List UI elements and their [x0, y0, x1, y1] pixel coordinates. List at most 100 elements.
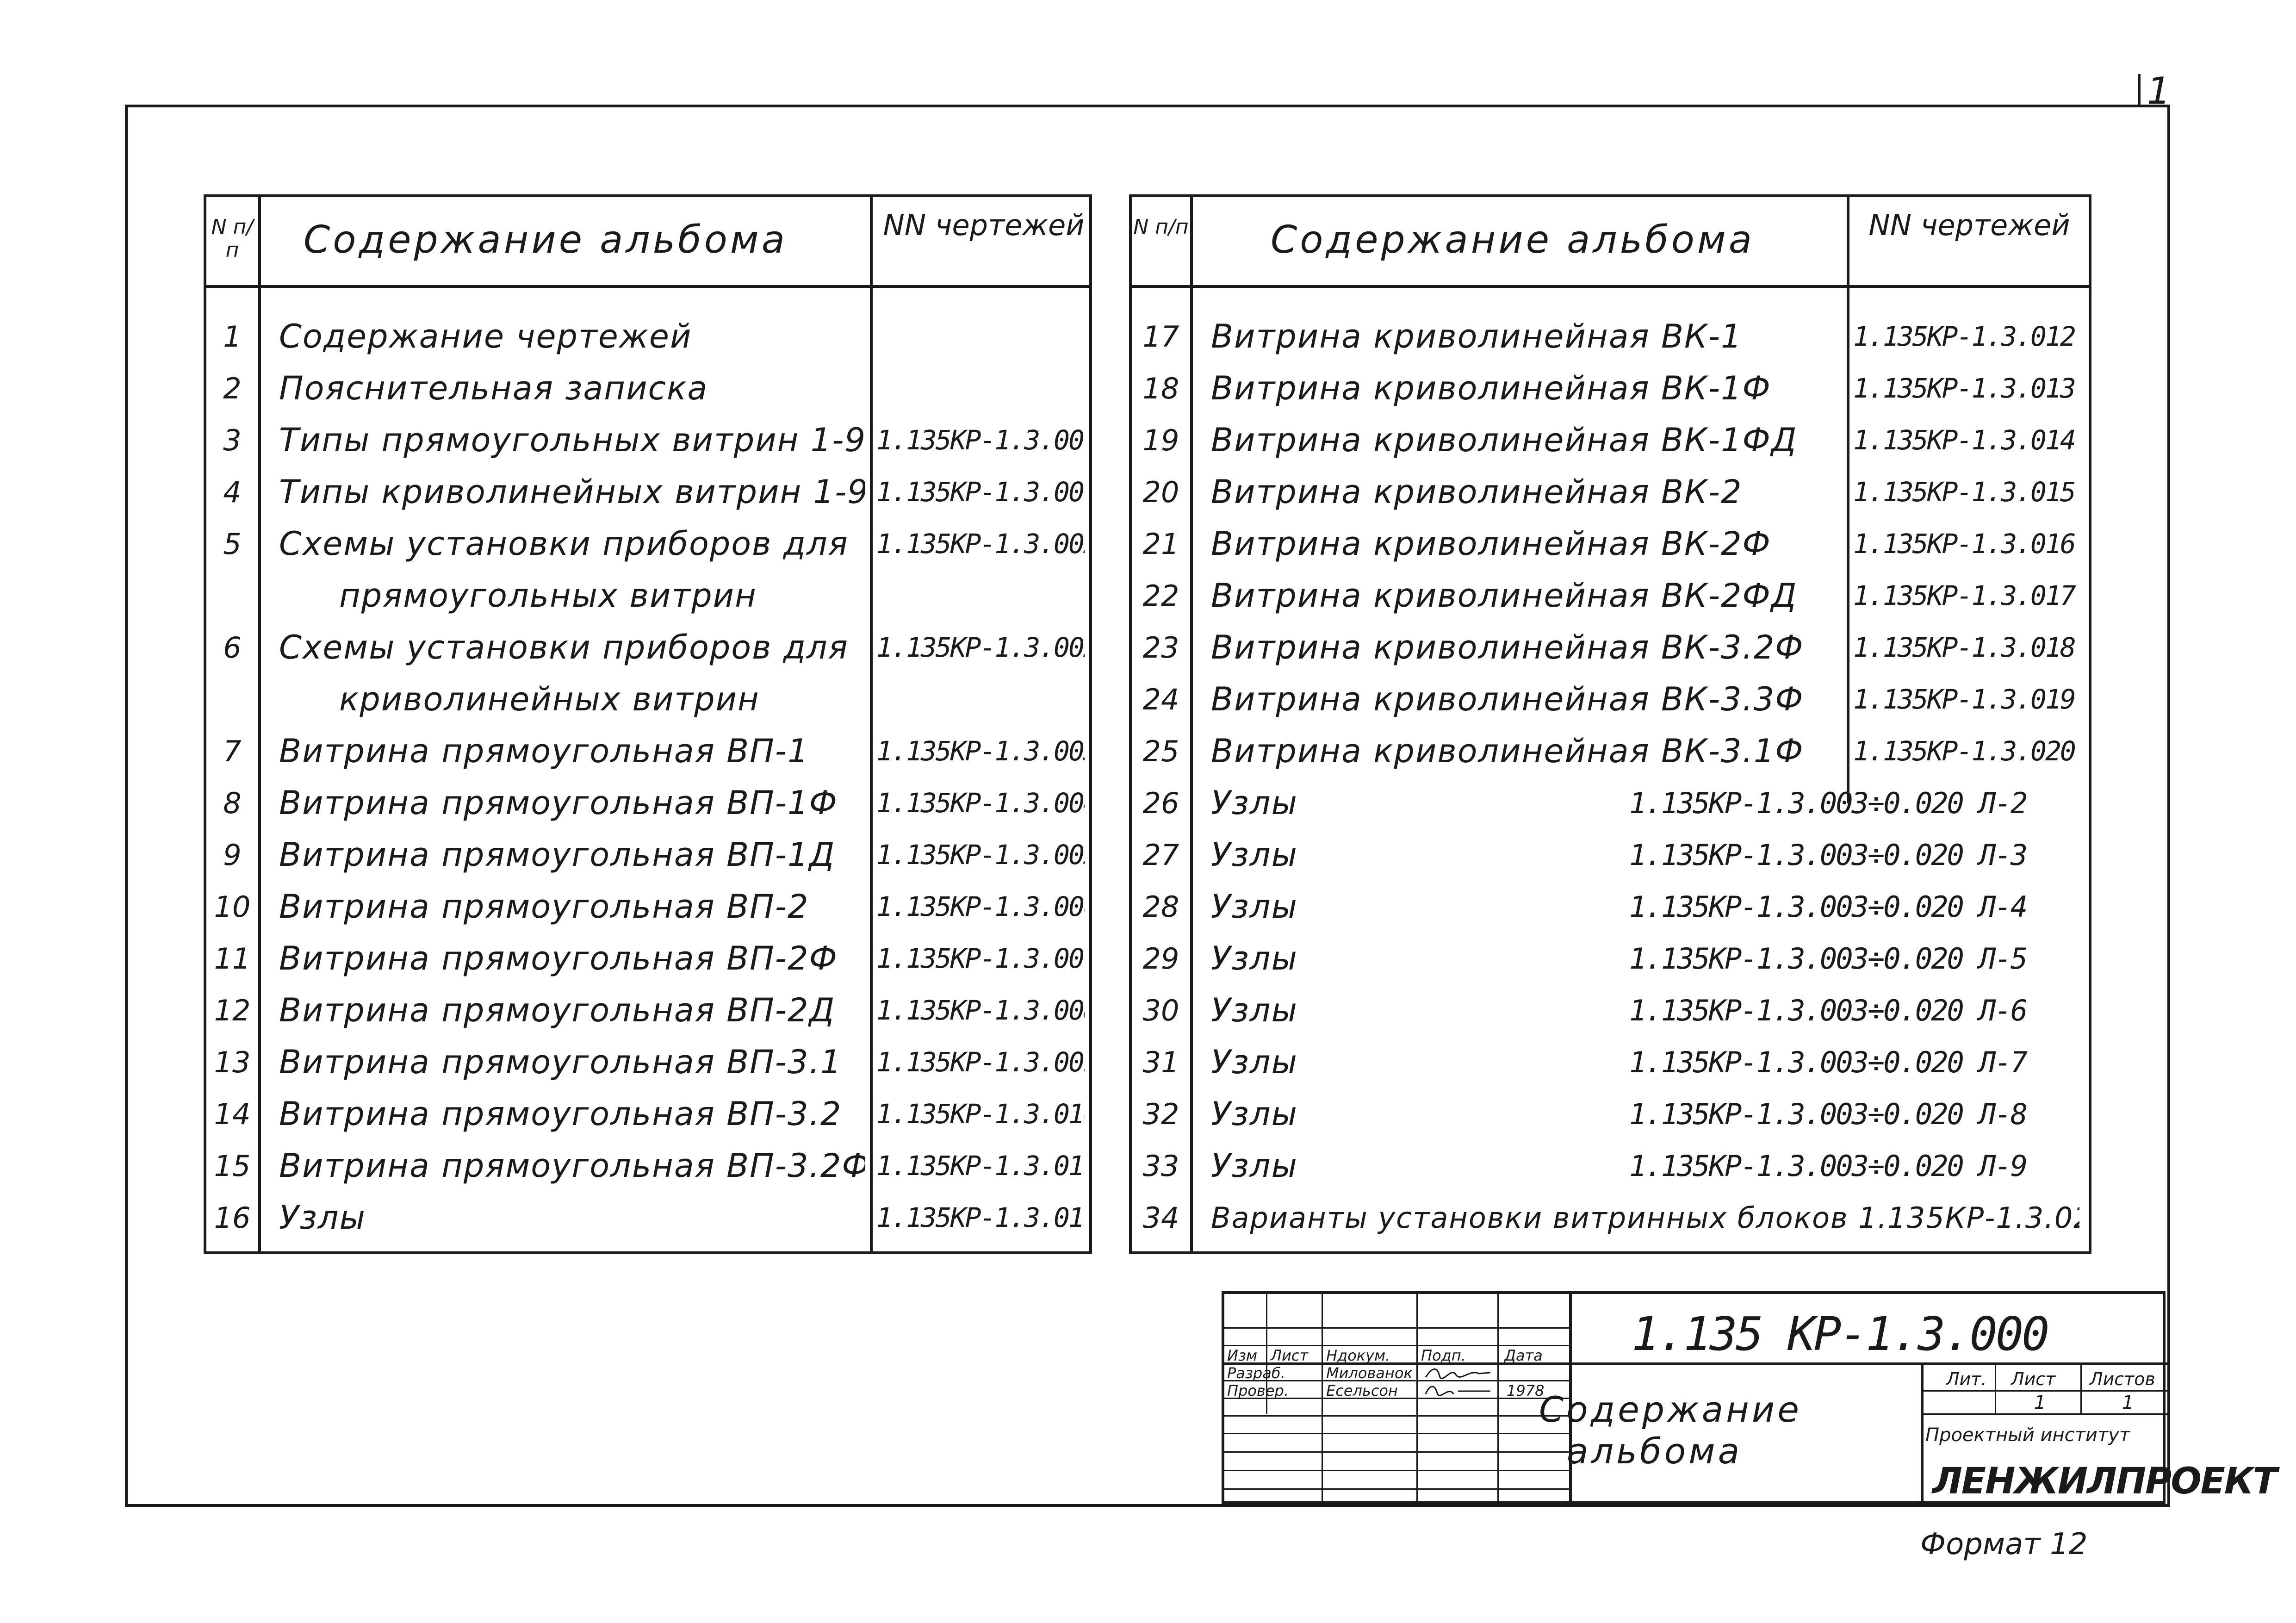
row-drawing-code: 1.135КР-1.3.012 Л-1: [1853, 321, 2084, 352]
table-header: N п/п Содержание альбома NN чертежей: [206, 197, 1089, 288]
row-number: 4: [223, 475, 242, 509]
row-drawing-code: 1.135КР-1.3.003÷0.020 Л-8: [1629, 1097, 2028, 1131]
row-title: Витрина прямоугольная ВП-1Ф: [279, 784, 838, 822]
row-drawing-code: [876, 673, 1085, 725]
row-title: Витрина прямоугольная ВП-2Ф: [279, 939, 838, 977]
row-number: 33: [1142, 1149, 1179, 1183]
organization-name: ЛЕНЖИЛПРОЕКТ: [1932, 1461, 2277, 1502]
frame-bottom: [125, 1504, 2170, 1507]
prover-label: Провер.: [1227, 1382, 1289, 1399]
col-label-izm: Изм: [1227, 1347, 1258, 1364]
row-drawing-code: 1.135КР-1.3.004 Л-1: [876, 787, 1085, 819]
sheet-label: Лист: [2011, 1369, 2056, 1389]
row-number: 17: [1142, 319, 1179, 354]
tb-divider: [1224, 1433, 1569, 1434]
row-title: Узлы: [1211, 1043, 1298, 1081]
tb-divider: [1224, 1488, 1569, 1490]
row-drawing-code: 1.135КР-1.3.003÷0.020 Л-4: [1629, 889, 2028, 924]
row-title: Витрина криволинейная ВК-1Ф: [1211, 369, 1771, 407]
header-title: Содержание альбома: [304, 218, 788, 262]
col-label-data: Дата: [1504, 1347, 1543, 1364]
row-drawing-code: 1.135КР-1.3.013 Л-1: [1853, 373, 2084, 404]
row-title: Узлы: [1211, 991, 1298, 1029]
table-row: 8 Витрина прямоугольная ВП-1Ф 1.135КР-1.3.…: [206, 777, 1089, 829]
row-drawing-code: 1.135КР-1.3.014 Л-1: [1853, 424, 2084, 456]
column-separator: [870, 197, 873, 1251]
tb-divider: [1995, 1362, 1996, 1414]
row-title: Витрина криволинейная ВК-3.1Ф: [1211, 732, 1804, 770]
row-title: Витрина криволинейная ВК-3.2Ф: [1211, 628, 1804, 666]
row-number: 27: [1142, 838, 1179, 872]
row-drawing-code: 1.135КР-1.3.003÷0.020 Л-2: [1629, 786, 2028, 820]
row-drawing-code: [876, 570, 1085, 622]
row-drawing-code: 1.135КР-1.3.003÷0.020 Л-6: [1629, 993, 2028, 1027]
row-number: 7: [223, 734, 242, 768]
row-number: 10: [214, 889, 251, 924]
col-label-list: Лист: [1271, 1347, 1309, 1364]
row-number: 23: [1142, 630, 1179, 665]
row-drawing-code: [876, 362, 1085, 414]
header-drawings: NN чертежей: [1868, 208, 2070, 242]
column-separator: [258, 197, 261, 1251]
row-drawing-code: 1.135КР-1.3.017 Л-1: [1853, 580, 2084, 611]
row-title: Витрина прямоугольная ВП-3.1: [279, 1043, 842, 1081]
row-drawing-code: 1.135КР-1.3.011 Л-2: [876, 1202, 1085, 1233]
row-title: Узлы: [1211, 939, 1298, 977]
tb-divider: [1266, 1294, 1267, 1414]
row-number: 18: [1142, 371, 1179, 405]
document-code: 1.135 КР-1.3.000: [1632, 1307, 2049, 1361]
row-title: Витрина прямоугольная ВП-1: [279, 732, 809, 770]
sheet-number: 1: [2147, 69, 2171, 112]
row-title: Витрина прямоугольная ВП-3.2: [279, 1095, 842, 1133]
row-number: 14: [214, 1097, 251, 1131]
frame-top: [125, 105, 2170, 107]
sheet-tick: [2138, 74, 2141, 106]
title-block: Изм Лист Ндокум. Подп. Дата Разраб. Мило…: [1222, 1291, 2277, 1507]
tb-divider: [1224, 1398, 1569, 1399]
row-drawing-code: 1.135КР-1.3.018 Л-1: [1853, 632, 2084, 663]
row-title: Пояснительная записка: [279, 369, 708, 407]
row-number: 28: [1142, 889, 1179, 924]
table-row: 18 Витрина криволинейная ВК-1Ф 1.135КР-1.3…: [1132, 362, 2089, 414]
sheet-value: 1: [2034, 1392, 2046, 1413]
row-drawing-code: 1.135КР-1.3.009 Л-1: [876, 1046, 1085, 1078]
row-title: Витрина криволинейная ВК-1: [1211, 317, 1743, 355]
prover-name: Есельсон: [1326, 1382, 1398, 1399]
row-drawing-code: 1.135КР-1.3.002 Л-2: [876, 632, 1085, 663]
table-row: криволинейных витрин: [206, 673, 1089, 725]
year: 1978: [1507, 1382, 1545, 1399]
row-drawing-code: 1.135КР-1.3.001 Л-2: [876, 476, 1085, 508]
row-drawing-code: 1.135КР-1.3.008 Л-1: [876, 995, 1085, 1026]
row-number: 32: [1142, 1097, 1179, 1131]
tb-divider: [1921, 1390, 2168, 1392]
tb-divider: [1224, 1415, 1569, 1417]
row-title: Витрина прямоугольная ВП-2Д: [279, 991, 836, 1029]
col-label-podp: Подп.: [1421, 1347, 1466, 1364]
row-number: 8: [223, 786, 242, 820]
row-drawing-code: 1.135КР-1.3.019 Л-1: [1853, 684, 2084, 715]
frame-left: [125, 105, 128, 1507]
tb-divider: [1921, 1362, 1924, 1507]
row-number: 22: [1142, 578, 1179, 613]
tb-divider: [1224, 1327, 1569, 1329]
razrab-label: Разраб.: [1227, 1364, 1285, 1382]
header-number: N п/п: [1133, 215, 1189, 239]
row-title: криволинейных витрин: [339, 680, 760, 718]
tb-divider: [1921, 1413, 2168, 1415]
row-title: Узлы: [1211, 836, 1298, 874]
row-title: Типы криволинейных витрин 1-9: [279, 473, 865, 511]
table-header: N п/п Содержание альбома NN чертежей: [1132, 197, 2089, 288]
row-title: Витрина криволинейная ВК-2: [1211, 473, 1743, 511]
row-title: Витрина прямоугольная ВП-1Д: [279, 836, 836, 874]
